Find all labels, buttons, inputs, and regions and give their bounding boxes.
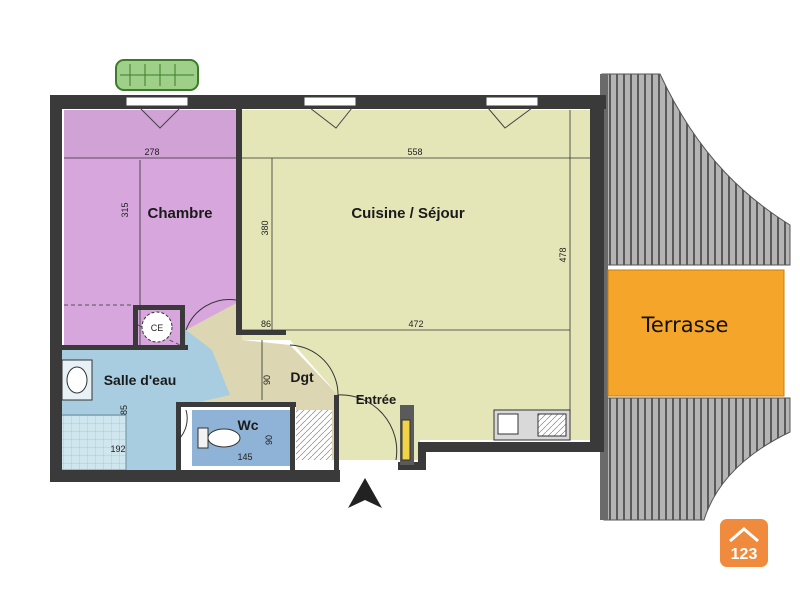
room-label-entree: Entrée [356, 392, 396, 407]
shower-tray [59, 414, 127, 471]
dim-passage: 86 [261, 319, 271, 329]
dim-sejour-width: 558 [407, 147, 422, 157]
north-arrow-icon [348, 478, 382, 508]
kitchen-drainer [537, 413, 567, 437]
chambre-top-band [64, 110, 238, 158]
washbasin-bowl [66, 366, 88, 394]
room-label-wc: Wc [238, 417, 259, 433]
walls [50, 95, 606, 482]
sejour-area [242, 110, 590, 460]
room-label-salle-deau: Salle d'eau [104, 372, 177, 388]
dim-shower-width: 192 [110, 444, 125, 454]
dim-sejour-height-right: 478 [558, 247, 568, 262]
dim-shower-side: 85 [119, 405, 129, 415]
dim-chambre-width: 278 [144, 147, 159, 157]
dim-sejour-bottom: 472 [408, 319, 423, 329]
kitchen-sink [497, 413, 519, 435]
terrasse-area [607, 269, 785, 397]
ce-boiler-icon [141, 311, 173, 343]
brand-logo: 123 [720, 519, 768, 567]
room-label-dgt: Dgt [290, 369, 314, 385]
toilet-bowl [207, 428, 241, 448]
dim-wc-width: 145 [237, 452, 252, 462]
planter-grid [120, 64, 194, 86]
room-label-cuisine-sejour: Cuisine / Séjour [351, 205, 465, 222]
closet-hatch [296, 410, 332, 460]
dim-sejour-height-left: 380 [260, 220, 270, 235]
entry-threshold [401, 419, 411, 461]
windows [125, 96, 539, 107]
room-label-chambre: Chambre [147, 205, 212, 222]
terrasse-label: Terrasse [641, 313, 729, 337]
dim-chambre-height: 315 [120, 202, 130, 217]
dimension-lines [64, 110, 590, 440]
toilet-tank [197, 427, 209, 449]
room-label-ce: CE [151, 323, 164, 333]
window-swings [139, 107, 533, 129]
dim-wc-depth: 90 [264, 435, 274, 445]
logo-text: 123 [731, 546, 758, 563]
house-roof-icon [729, 527, 759, 543]
door-swings [177, 299, 398, 461]
terrace-deck [601, 73, 791, 521]
dim-dgt-depth: 90 [262, 375, 272, 385]
